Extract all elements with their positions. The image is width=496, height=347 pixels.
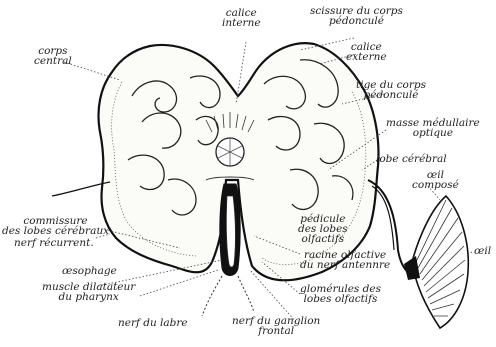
label-tige: tige du corps pédonculé — [356, 80, 426, 100]
esophagus — [220, 184, 240, 276]
label-masse-medullaire: masse médullaire optique — [386, 118, 480, 138]
label-corps-central: corps central — [34, 46, 72, 66]
label-oeil-compose: œil composé — [412, 170, 459, 190]
label-racine: racine olfactive du nerf antennre — [300, 250, 390, 270]
label-nerf-ganglion: nerf du ganglion frontal — [232, 316, 320, 336]
label-calice-externe: calice externe — [346, 42, 387, 62]
label-nerf-labre: nerf du labre — [118, 318, 188, 328]
label-pedicule: pédicule des lobes olfactifs — [298, 214, 348, 244]
compound-eye — [404, 196, 468, 328]
label-nerf-recurrent: nerf récurrent. — [14, 238, 94, 248]
label-oeil: œil — [474, 246, 491, 256]
frontal-ganglion-nerve — [238, 276, 254, 312]
label-glomerules: glomérules des lobes olfactifs — [300, 284, 381, 304]
label-commissure: commissure des lobes cérébraux — [2, 216, 109, 236]
label-lobe-cerebral: lobe cérébral — [376, 154, 447, 164]
label-oesophage: œsophage — [62, 266, 117, 276]
label-muscle: muscle dilatateur du pharynx — [42, 282, 135, 302]
label-scissure: scissure du corps pédonculé — [310, 6, 403, 26]
label-calice-interne: calice interne — [222, 8, 261, 28]
labrum-nerve — [202, 276, 222, 316]
